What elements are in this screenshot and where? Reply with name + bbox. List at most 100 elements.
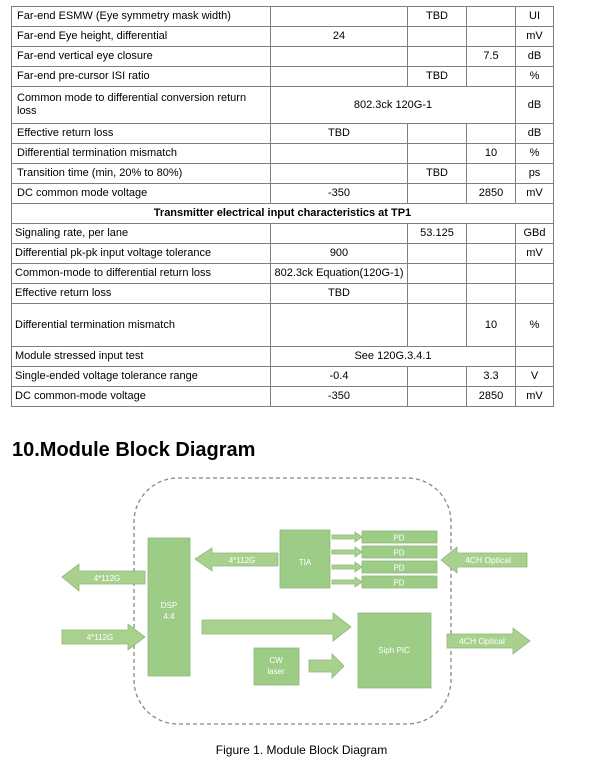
unit-cell bbox=[515, 283, 554, 304]
unit-cell: dB bbox=[515, 123, 554, 144]
typ-cell: TBD bbox=[407, 66, 467, 87]
cw-laser-block bbox=[253, 647, 300, 686]
siph-pic-label: Siph PIC bbox=[378, 646, 410, 655]
max-cell bbox=[466, 263, 516, 284]
max-cell bbox=[466, 283, 516, 304]
typ-cell bbox=[407, 283, 467, 304]
table-row: DC common-mode voltage -350 2850 mV bbox=[11, 386, 554, 407]
unit-cell: mV bbox=[515, 183, 554, 204]
tia-to-dsp-label: 4*112G bbox=[229, 556, 256, 565]
param-cell: Far-end ESMW (Eye symmetry mask width) bbox=[11, 6, 271, 27]
typ-cell: TBD bbox=[407, 6, 467, 27]
tx-electrical-input-arrow bbox=[61, 623, 146, 651]
max-cell bbox=[466, 123, 516, 144]
table-row: Far-end Eye height, differential 24 mV bbox=[11, 26, 554, 47]
param-cell: Differential termination mismatch bbox=[11, 303, 271, 347]
min-cell bbox=[270, 66, 408, 87]
module-block-diagram: DSP 4:4 TIA PD PD PD PD Siph PIC CW lase… bbox=[61, 477, 531, 725]
typ-cell bbox=[407, 243, 467, 264]
optical-input-arrow bbox=[440, 546, 528, 574]
typ-cell bbox=[407, 386, 467, 407]
optical-output-arrow bbox=[446, 627, 531, 655]
table-row: Differential termination mismatch 10 % bbox=[11, 143, 554, 164]
table-row: Differential termination mismatch 10 % bbox=[11, 303, 554, 347]
min-cell bbox=[270, 163, 408, 184]
table-row: Effective return loss TBD bbox=[11, 283, 554, 304]
cw-laser-label-line2: laser bbox=[267, 667, 285, 676]
param-cell: Far-end pre-cursor ISI ratio bbox=[11, 66, 271, 87]
table-row: Signaling rate, per lane 53.125 GBd bbox=[11, 223, 554, 244]
dsp-block bbox=[147, 537, 191, 677]
param-cell: DC common mode voltage bbox=[11, 183, 271, 204]
spanned-value-cell: See 120G.3.4.1 bbox=[270, 346, 516, 367]
min-cell: -350 bbox=[270, 183, 408, 204]
typ-cell: 53.125 bbox=[407, 223, 467, 244]
max-cell bbox=[466, 163, 516, 184]
unit-cell: ps bbox=[515, 163, 554, 184]
module-boundary bbox=[133, 477, 452, 725]
unit-cell: dB bbox=[515, 86, 554, 124]
max-cell: 10 bbox=[466, 143, 516, 164]
siph-pic-block bbox=[357, 612, 432, 689]
max-cell bbox=[466, 26, 516, 47]
pd-label: PD bbox=[393, 534, 404, 543]
max-cell: 3.3 bbox=[466, 366, 516, 387]
min-cell bbox=[270, 143, 408, 164]
unit-cell: % bbox=[515, 143, 554, 164]
dsp-label-line1: DSP bbox=[161, 601, 177, 610]
max-cell bbox=[466, 6, 516, 27]
min-cell: TBD bbox=[270, 283, 408, 304]
max-cell: 10 bbox=[466, 303, 516, 347]
table-row: Far-end vertical eye closure 7.5 dB bbox=[11, 46, 554, 67]
param-cell: Differential pk-pk input voltage toleran… bbox=[11, 243, 271, 264]
figure-caption: Figure 1. Module Block Diagram bbox=[215, 743, 388, 757]
spanned-value-cell: 802.3ck 120G-1 bbox=[270, 86, 516, 124]
typ-cell bbox=[407, 303, 467, 347]
table-row: Differential pk-pk input voltage toleran… bbox=[11, 243, 554, 264]
min-cell: 24 bbox=[270, 26, 408, 47]
unit-cell: UI bbox=[515, 6, 554, 27]
section-title: Transmitter electrical input characteris… bbox=[11, 203, 554, 224]
min-cell bbox=[270, 6, 408, 27]
tx-electrical-input-label: 4*112G bbox=[87, 633, 114, 642]
unit-cell: V bbox=[515, 366, 554, 387]
param-cell: Effective return loss bbox=[11, 123, 271, 144]
unit-cell: GBd bbox=[515, 223, 554, 244]
typ-cell bbox=[407, 123, 467, 144]
table-row: Effective return loss TBD dB bbox=[11, 123, 554, 144]
param-cell: DC common-mode voltage bbox=[11, 386, 271, 407]
param-cell: Transition time (min, 20% to 80%) bbox=[11, 163, 271, 184]
max-cell: 7.5 bbox=[466, 46, 516, 67]
dsp-to-pic-arrow bbox=[201, 612, 352, 642]
min-cell bbox=[270, 303, 408, 347]
table-row: Single-ended voltage tolerance range -0.… bbox=[11, 366, 554, 387]
section-heading: 10.Module Block Diagram bbox=[12, 439, 256, 461]
param-cell: Signaling rate, per lane bbox=[11, 223, 271, 244]
laser-to-pic-arrow bbox=[308, 653, 345, 679]
pd-tia-arrow bbox=[331, 576, 363, 588]
pd-label: PD bbox=[393, 564, 404, 573]
param-cell: Module stressed input test bbox=[11, 346, 271, 367]
typ-cell: TBD bbox=[407, 163, 467, 184]
min-cell: 802.3ck Equation(120G-1) bbox=[270, 263, 408, 284]
optical-input-label: 4CH Optical bbox=[465, 555, 511, 565]
typ-cell bbox=[407, 46, 467, 67]
optical-output-label: 4CH Optical bbox=[459, 636, 505, 646]
dsp-label-line2: 4:4 bbox=[163, 612, 175, 621]
param-cell: Differential termination mismatch bbox=[11, 143, 271, 164]
unit-cell: % bbox=[515, 66, 554, 87]
param-cell: Far-end Eye height, differential bbox=[11, 26, 271, 47]
typ-cell bbox=[407, 26, 467, 47]
table-row: Transition time (min, 20% to 80%) TBD ps bbox=[11, 163, 554, 184]
max-cell bbox=[466, 223, 516, 244]
unit-cell: dB bbox=[515, 46, 554, 67]
param-cell: Common mode to differential conversion r… bbox=[11, 86, 271, 124]
table-row: Common-mode to differential return loss … bbox=[11, 263, 554, 284]
table-row: Common mode to differential conversion r… bbox=[11, 86, 554, 124]
table-row: DC common mode voltage -350 2850 mV bbox=[11, 183, 554, 204]
min-cell: -0.4 bbox=[270, 366, 408, 387]
typ-cell bbox=[407, 263, 467, 284]
table-row: Far-end pre-cursor ISI ratio TBD % bbox=[11, 66, 554, 87]
pd-label: PD bbox=[393, 579, 404, 588]
tia-block bbox=[279, 529, 331, 589]
